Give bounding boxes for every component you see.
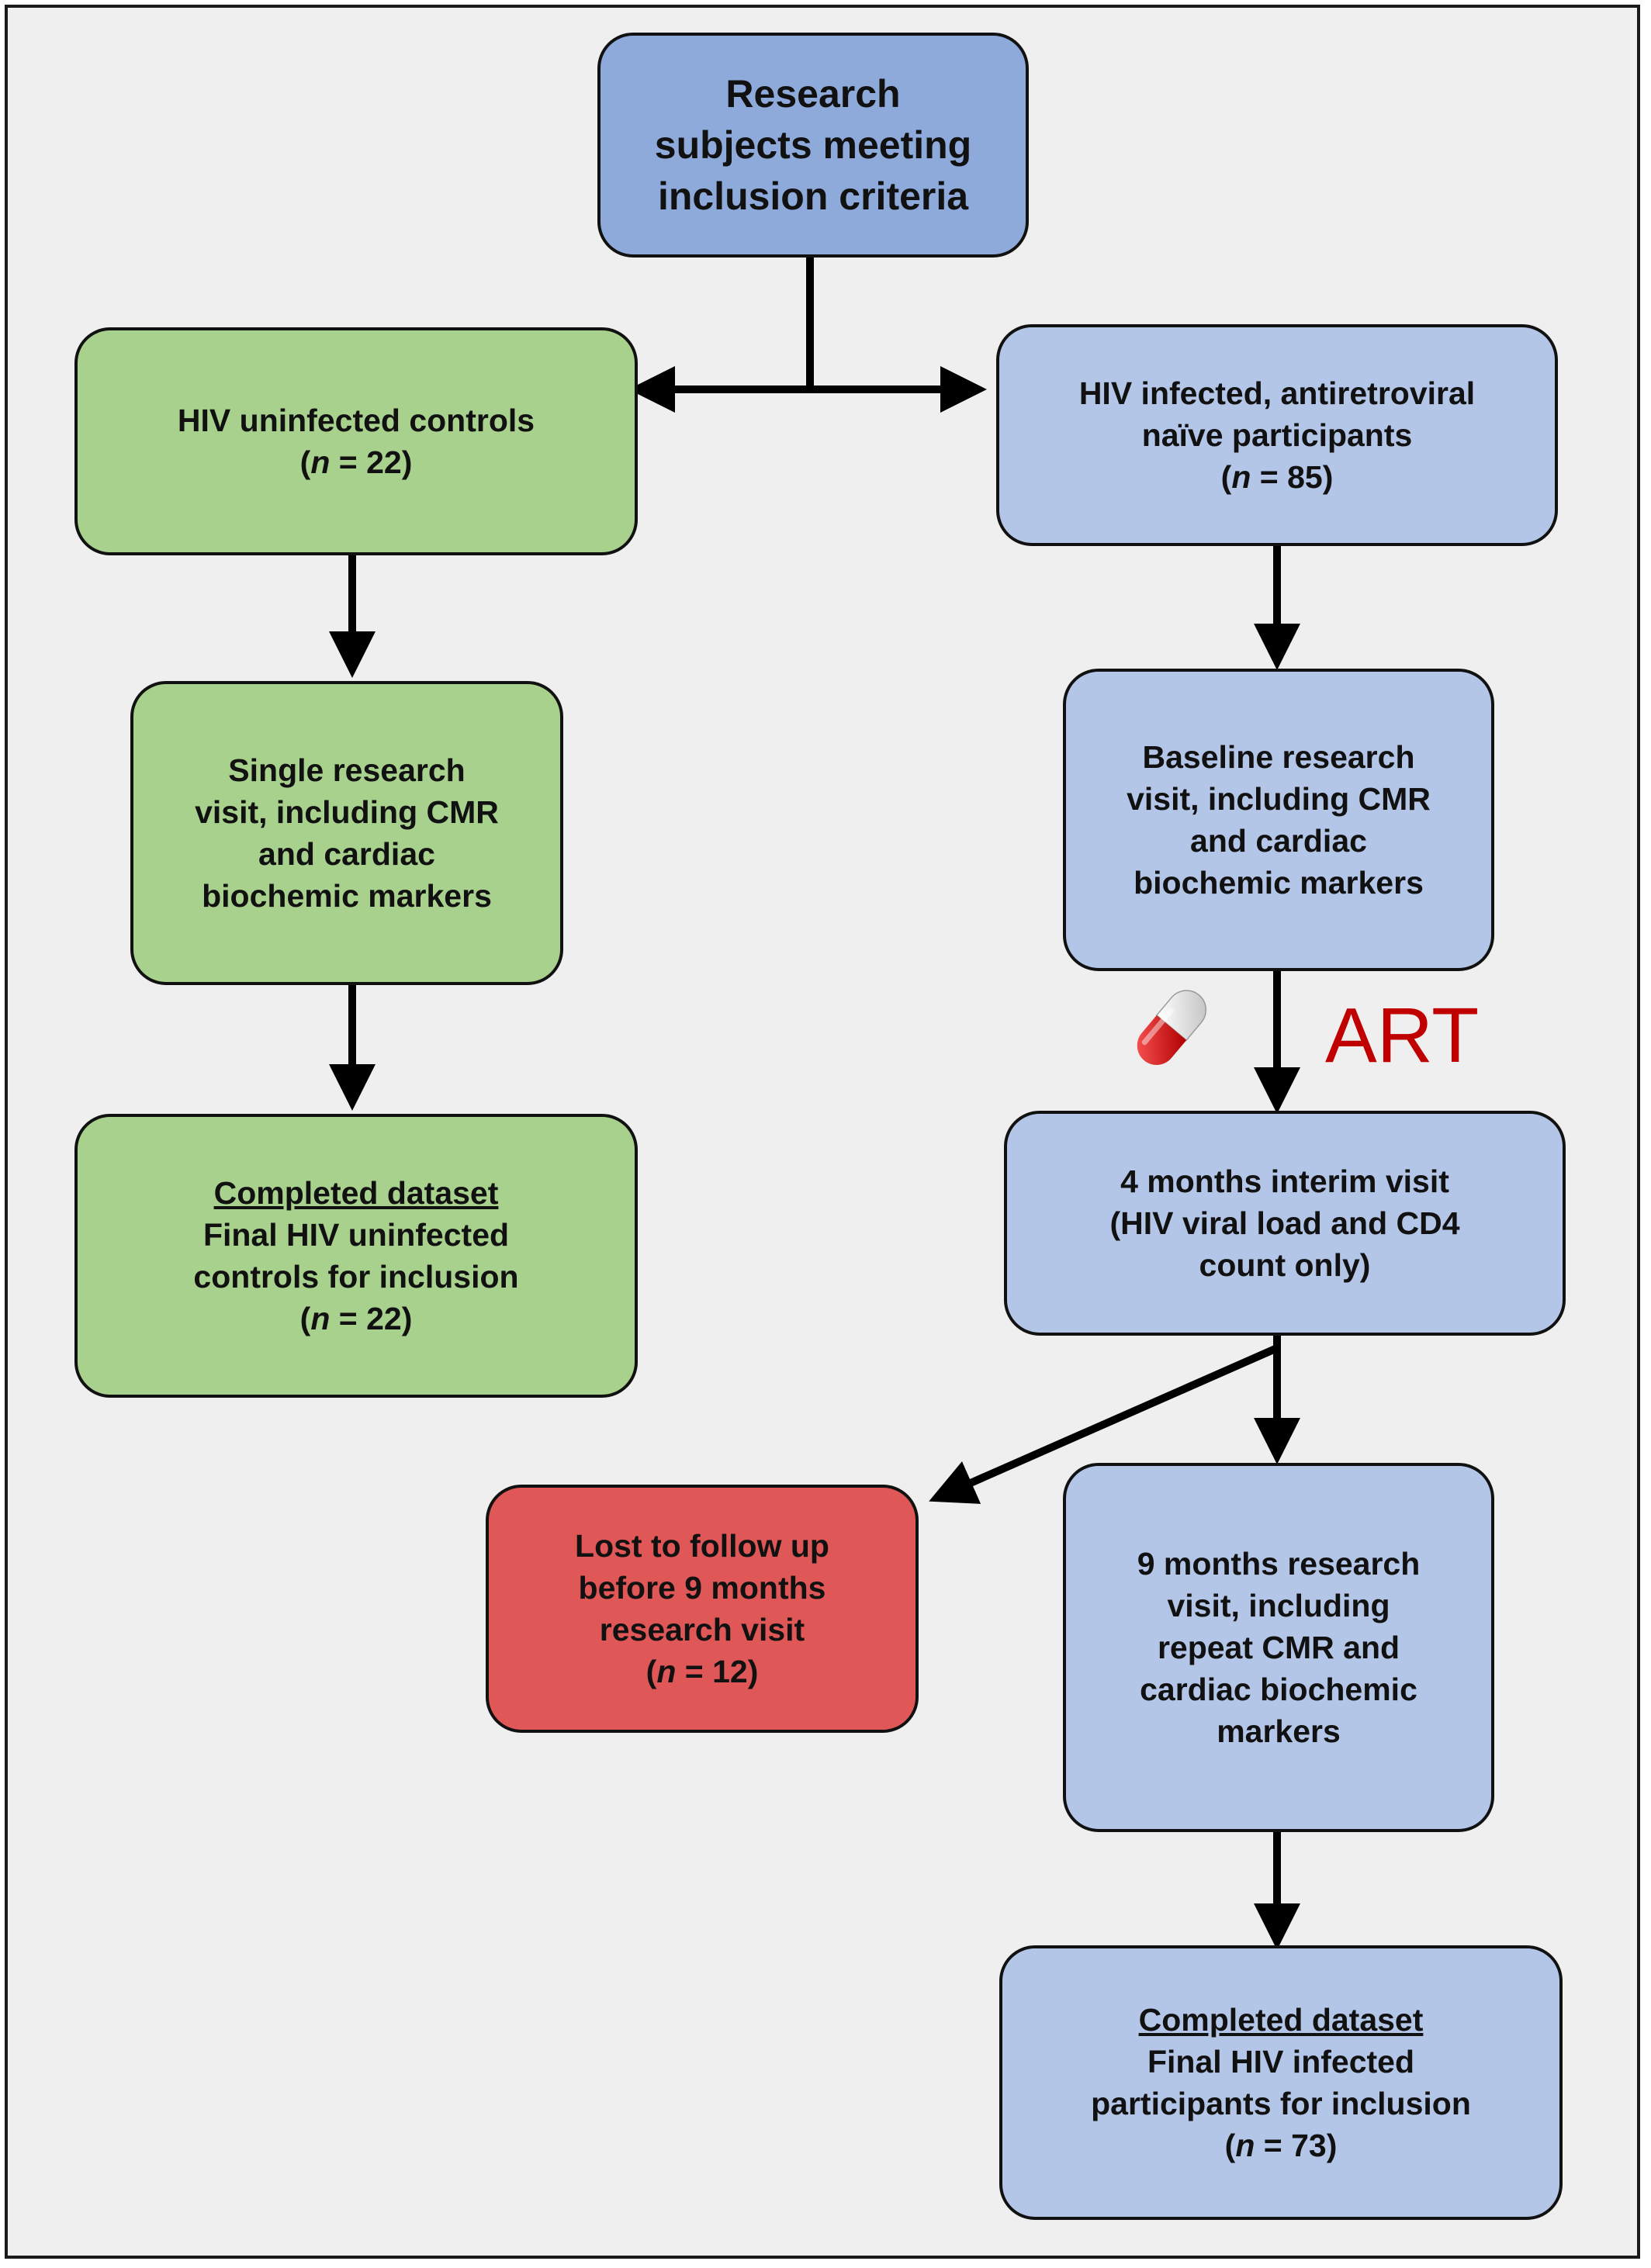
node-count: (n = 22) (299, 444, 413, 480)
node-infected-completed-dataset: Completed dataset Final HIV infected par… (999, 1945, 1563, 2220)
node-text: research visit (599, 1612, 805, 1647)
node-text: HIV infected, antiretroviral (1078, 375, 1476, 411)
node-text: Baseline research (1142, 739, 1415, 775)
node-text: biochemic markers (1134, 865, 1424, 901)
node-text: and cardiac (258, 836, 435, 872)
node-text: Final HIV infected (1147, 2044, 1414, 2080)
node-text: 9 months research (1137, 1546, 1421, 1582)
node-text: visit, including CMR (195, 794, 499, 830)
node-text: Research (725, 72, 901, 116)
node-hiv-uninfected-controls: HIV uninfected controls (n = 22) (74, 327, 638, 555)
node-controls-completed-dataset: Completed dataset Final HIV uninfected c… (74, 1114, 638, 1398)
node-count: (n = 73) (1224, 2128, 1338, 2163)
arrow-interim-to-lost (929, 1344, 1279, 1504)
art-treatment-label: ART (1325, 992, 1480, 1079)
node-text: naïve participants (1141, 417, 1413, 453)
node-text: biochemic markers (202, 878, 492, 914)
node-text: HIV uninfected controls (177, 403, 535, 438)
node-count: (n = 22) (299, 1301, 413, 1336)
node-text: Lost to follow up (575, 1528, 829, 1564)
node-text: Final HIV uninfected (202, 1217, 510, 1253)
node-research-subjects: Research subjects meeting inclusion crit… (597, 33, 1029, 258)
node-count: (n = 12) (646, 1654, 759, 1689)
pill-capsule-icon (1137, 990, 1207, 1065)
node-text: and cardiac (1190, 823, 1367, 859)
node-text: Single research (228, 752, 466, 788)
node-text: cardiac biochemic (1140, 1672, 1417, 1707)
node-text: visit, including CMR (1127, 781, 1431, 817)
node-text: subjects meeting (654, 123, 972, 167)
node-count: (n = 85) (1220, 459, 1334, 495)
node-heading: Completed dataset (1138, 2002, 1424, 2038)
node-interim-visit: 4 months interim visit (HIV viral load a… (1004, 1111, 1566, 1336)
node-heading: Completed dataset (213, 1175, 499, 1211)
node-single-research-visit: Single research visit, including CMR and… (130, 681, 563, 985)
node-text: participants for inclusion (1091, 2086, 1471, 2121)
node-baseline-research-visit: Baseline research visit, including CMR a… (1063, 669, 1494, 971)
node-text: inclusion criteria (657, 175, 969, 218)
node-text: controls for inclusion (193, 1259, 519, 1295)
node-nine-month-research-visit: 9 months research visit, including repea… (1063, 1463, 1494, 1832)
node-text: repeat CMR and (1157, 1630, 1400, 1665)
node-hiv-infected-participants: HIV infected, antiretroviral naïve parti… (996, 324, 1558, 546)
node-text: markers (1217, 1713, 1341, 1749)
node-text: (HIV viral load and CD4 (1109, 1205, 1460, 1241)
node-lost-to-follow-up: Lost to follow up before 9 months resear… (486, 1485, 919, 1733)
node-text: count only) (1199, 1247, 1371, 1283)
node-text: before 9 months (578, 1570, 826, 1606)
node-text: visit, including (1167, 1588, 1390, 1623)
node-text: 4 months interim visit (1120, 1163, 1449, 1199)
